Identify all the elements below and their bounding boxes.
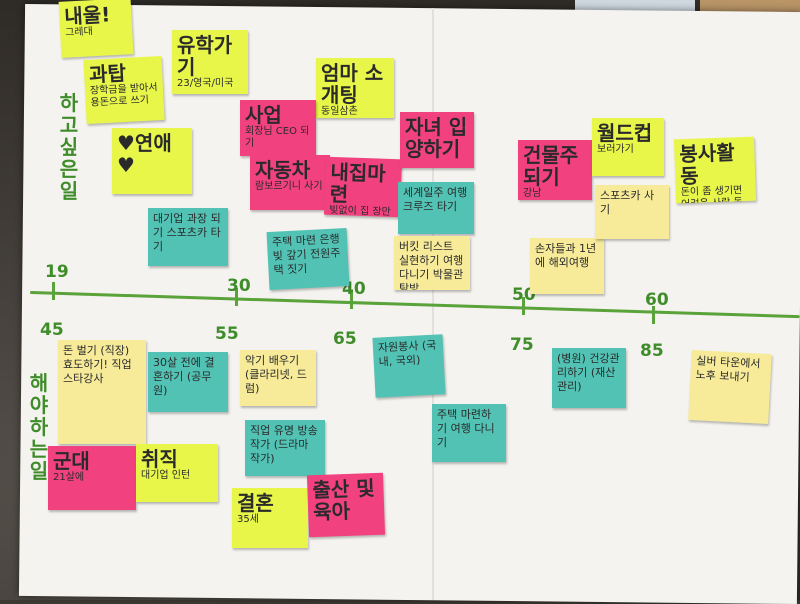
sticky-note: 실버 타운에서 노후 보내기 (688, 349, 772, 425)
timeline-tick (350, 291, 353, 309)
age-label-bottom: 55 (215, 324, 239, 344)
age-label-top: 30 (227, 276, 251, 296)
age-label-bottom: 65 (333, 329, 357, 349)
sticky-note: 손자들과 1년에 해외여행 (530, 238, 604, 294)
sticky-note: 주택 마련 은행 빚 갚기 전원주택 짓기 (266, 227, 350, 291)
sticky-note: 내울!그레대 (58, 0, 134, 58)
sticky-note: 세계일주 여행 크루즈 타기 (398, 182, 474, 234)
timeline-tick (652, 306, 655, 324)
age-label-top: 50 (512, 285, 536, 305)
timeline-tick (52, 282, 55, 300)
timeline-tick (522, 297, 525, 315)
sticky-note: 30살 전에 결혼하기 (공무원) (148, 352, 228, 412)
timeline-tick (235, 288, 238, 306)
sticky-note: 돈 벌기 (직장) 효도하기! 직업 스타강사 (58, 340, 146, 444)
sticky-note: 자녀 입양하기 (400, 112, 474, 168)
sticky-note: (병원) 건강관리하기 (재산관리) (552, 348, 626, 408)
age-label-top: 60 (645, 290, 669, 310)
age-label-bottom: 75 (510, 335, 534, 355)
sticky-note: 주택 마련하기 여행 다니기 (432, 404, 506, 462)
sticky-note: 대기업 과장 되기 스포츠카 타기 (148, 208, 228, 266)
age-label-bottom: 85 (640, 341, 664, 361)
side-label-want: 하고싶은일 (59, 91, 79, 203)
side-label-must: 해야하는일 (29, 371, 49, 483)
sticky-note: 출산 및 육아 (306, 472, 386, 538)
sticky-note: ♥연애♥ (112, 128, 192, 194)
sticky-note: 자원봉사 (국내, 국외) (372, 334, 446, 398)
age-label-bottom: 45 (40, 320, 64, 340)
sticky-note: 버킷 리스트 실현하기 여행 다니기 박물관 탐방 (394, 236, 470, 290)
sticky-note: 직업 유명 방송작가 (드라마 작가) (245, 420, 325, 476)
age-label-top: 19 (45, 262, 69, 282)
sticky-note: 스포츠카 사기 (595, 185, 669, 239)
sticky-note: 악기 배우기 (클라리넷, 드럼) (240, 350, 316, 406)
